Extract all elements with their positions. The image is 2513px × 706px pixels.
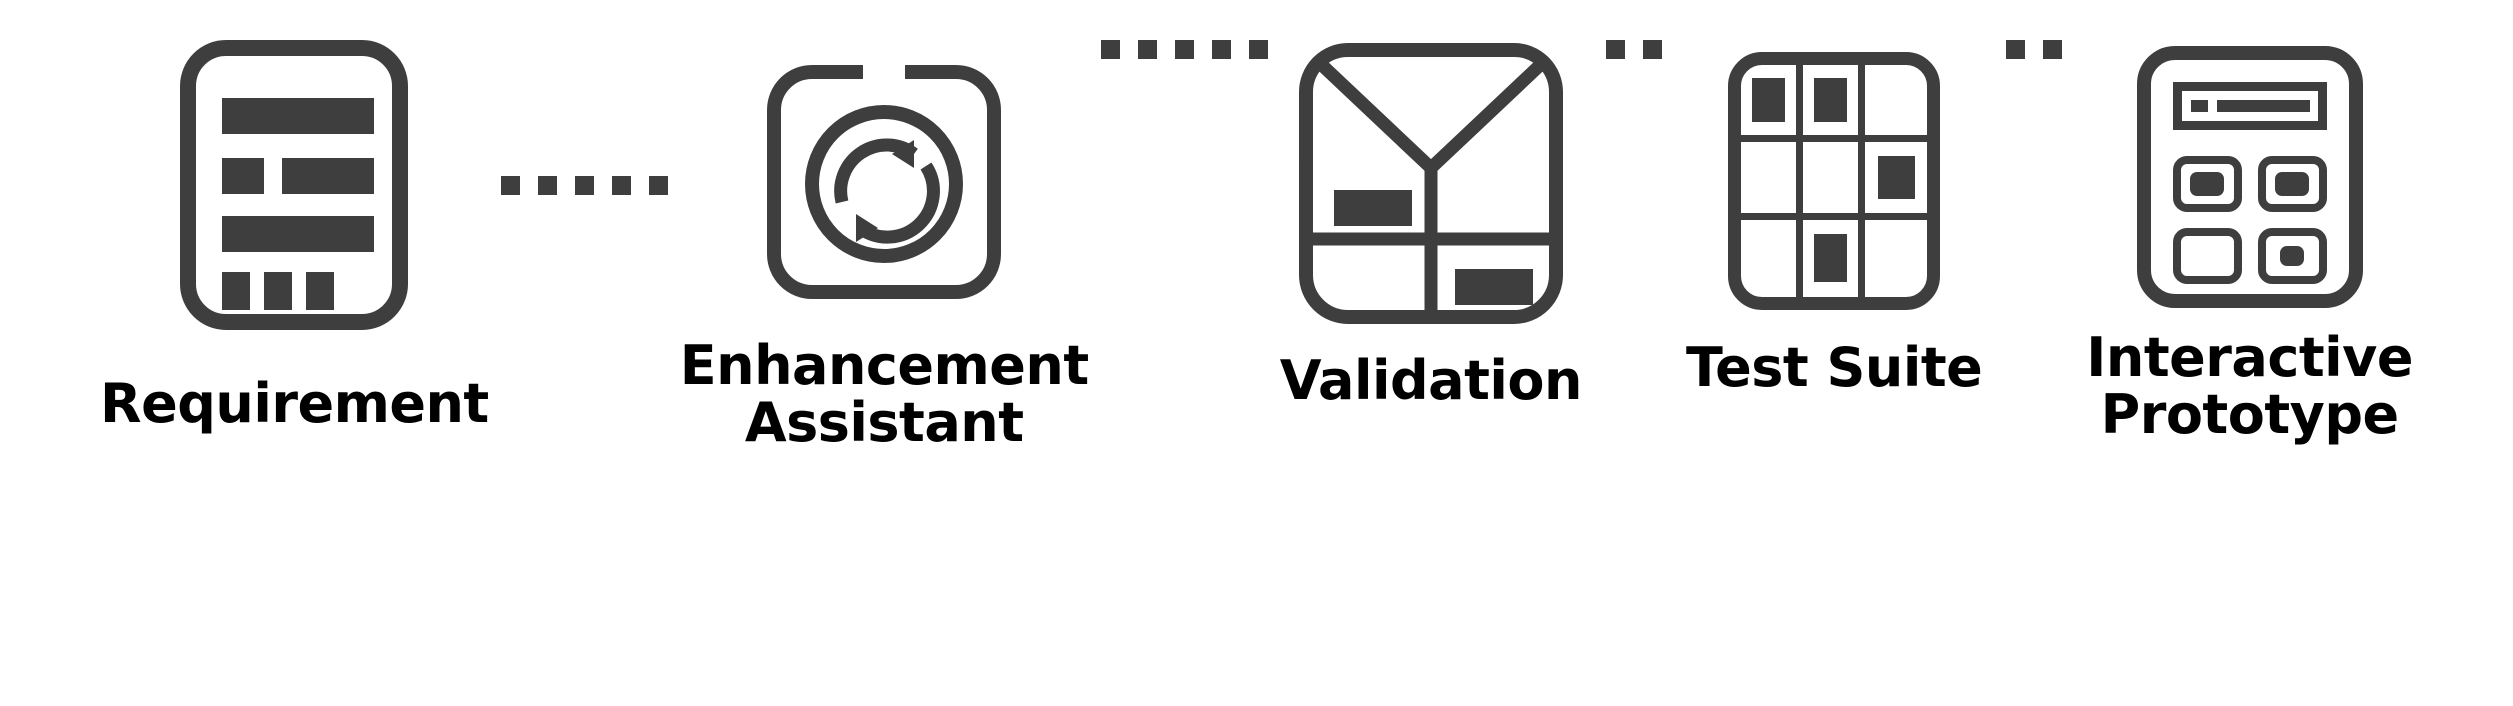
connector-4 <box>2006 40 2063 59</box>
doc-chip-2 <box>264 272 293 310</box>
connector-dot <box>2043 40 2063 59</box>
doc-bar-left <box>222 158 265 194</box>
header-line <box>2216 100 2310 112</box>
grid-cell <box>1741 219 1804 297</box>
grid-cell <box>1803 219 1866 297</box>
prototype-tile <box>2257 228 2327 284</box>
connector-dot <box>1137 40 1157 59</box>
prototype-header-bar <box>2172 82 2327 130</box>
grid-cell <box>1803 142 1866 220</box>
doc-chip-1 <box>222 272 251 310</box>
grid-cell <box>1865 220 1927 297</box>
stage-validation[interactable]: Validation <box>1280 42 1582 410</box>
stage-label-enhancement-assistant: Enhancement Assistant <box>679 334 1089 454</box>
document-lines-icon <box>180 40 409 330</box>
grid-cell <box>1865 142 1928 220</box>
connector-dot <box>611 175 631 195</box>
grid-cell <box>1741 142 1804 220</box>
doc-bar-wide <box>222 216 375 252</box>
grid-cell <box>1741 65 1804 143</box>
header-marker <box>2190 100 2208 112</box>
doc-bar-title <box>222 98 375 134</box>
connector-dot <box>500 175 520 195</box>
stage-requirement[interactable]: Requirement <box>100 40 489 433</box>
connector-2 <box>1100 40 1268 59</box>
stage-label-interactive-prototype: Interactive Prototype <box>2086 326 2413 446</box>
prototype-tile-grid <box>2172 156 2327 284</box>
grid-cell <box>1865 65 1928 143</box>
connector-dot <box>1174 40 1194 59</box>
layout-split-svg <box>1298 43 1563 324</box>
stage-enhancement-assistant[interactable]: Enhancement Assistant <box>680 62 1089 451</box>
connector-3 <box>1605 40 1662 59</box>
connector-dot <box>574 175 594 195</box>
stage-interactive-prototype[interactable]: Interactive Prototype <box>2086 46 2413 443</box>
prototype-tile <box>2172 228 2242 284</box>
stage-label-requirement: Requirement <box>100 372 489 435</box>
connector-dot <box>537 175 557 195</box>
doc-bar-right <box>282 158 375 194</box>
connector-dot <box>2006 40 2026 59</box>
sync-refresh-svg <box>767 65 1002 299</box>
app-screen-icon <box>2136 46 2363 308</box>
stage-label-test-suite: Test Suite <box>1685 336 1983 399</box>
grid-cell <box>1803 65 1866 143</box>
connector-dot <box>648 175 668 195</box>
connector-dot <box>1642 40 1662 59</box>
stage-test-suite[interactable]: Test Suite <box>1685 52 1983 399</box>
connector-dot <box>1211 40 1231 59</box>
layout-split-icon <box>1298 42 1564 325</box>
doc-chip-3 <box>306 272 335 310</box>
connector-1 <box>500 40 668 330</box>
connector-dot <box>1248 40 1268 59</box>
sync-refresh-icon <box>764 62 1004 302</box>
connector-dot <box>1605 40 1625 59</box>
stage-label-validation: Validation <box>1279 349 1583 412</box>
grid-3x3-icon <box>1728 52 1941 310</box>
prototype-tile <box>2172 156 2242 212</box>
connector-dot <box>1100 40 1120 59</box>
prototype-tile <box>2257 156 2327 212</box>
